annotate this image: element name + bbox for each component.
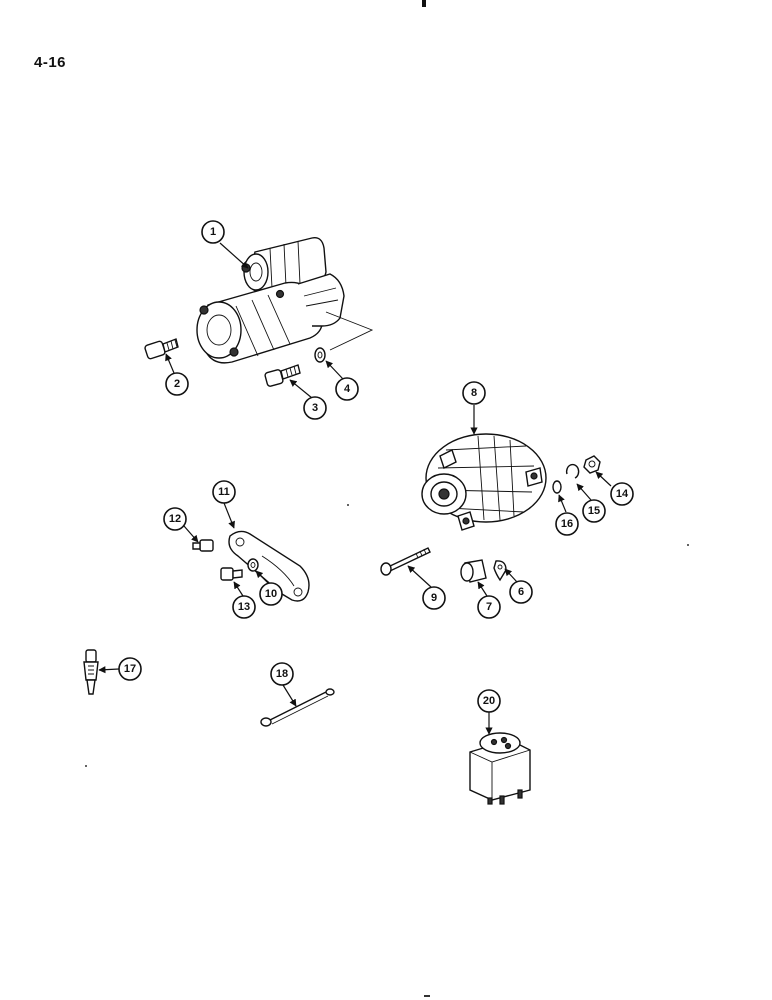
crop-mark [424,995,430,997]
svg-text:2: 2 [174,378,180,390]
callout-3: 3 [303,396,327,420]
callout-13: 13 [232,595,256,619]
callout-20: 20 [477,689,501,713]
callout-14: 14 [610,482,634,506]
washer-part-15 [565,463,580,479]
callout-15: 15 [582,499,606,523]
terminal-part-6 [493,560,507,582]
svg-text:17: 17 [124,663,136,675]
leader-lines [98,242,612,735]
svg-text:3: 3 [312,402,318,414]
crop-mark [422,0,426,7]
callout-9: 9 [422,586,446,610]
svg-text:12: 12 [169,513,181,525]
bolt-part-13 [220,567,243,581]
nut-part-14 [583,455,601,474]
alternator-drawing [421,433,547,531]
callout-8: 8 [462,381,486,405]
svg-text:6: 6 [518,586,524,598]
bolt-part-3 [264,364,301,387]
speck [347,504,349,506]
svg-text:13: 13 [238,601,250,613]
svg-text:11: 11 [218,486,230,498]
spacer-part-7 [460,559,487,583]
svg-text:10: 10 [265,588,277,600]
bolt-part-12 [192,539,214,552]
washer-part-10 [247,558,259,572]
svg-text:4: 4 [344,383,351,395]
long-bolt-part-9 [380,547,431,576]
svg-text:15: 15 [588,505,600,517]
svg-text:14: 14 [616,488,629,500]
callout-12: 12 [163,507,187,531]
washer-part-16 [552,480,562,494]
callout-4: 4 [335,377,359,401]
svg-text:7: 7 [486,601,492,613]
svg-text:8: 8 [471,387,477,399]
cable-part-18 [260,688,335,727]
svg-text:18: 18 [276,668,288,680]
starter-motor-drawing [196,237,374,364]
svg-text:9: 9 [431,592,437,604]
callout-7: 7 [477,595,501,619]
speck [687,544,689,546]
page-number: 4-16 [34,54,67,71]
callout-10: 10 [259,582,283,606]
glow-plug-part-17 [83,649,99,695]
callout-17: 17 [118,657,142,681]
callout-18: 18 [270,662,294,686]
relay-part-20 [469,732,531,805]
svg-text:20: 20 [483,695,495,707]
callout-1: 1 [201,220,225,244]
washer-part-4 [314,347,326,363]
bracket-part-11 [228,530,310,602]
callout-2: 2 [165,372,189,396]
callout-11: 11 [212,480,236,504]
speck [85,765,87,767]
bolt-part-2 [144,338,179,360]
svg-text:16: 16 [561,518,573,530]
callout-16: 16 [555,512,579,536]
callout-6: 6 [509,580,533,604]
svg-text:1: 1 [210,226,216,238]
